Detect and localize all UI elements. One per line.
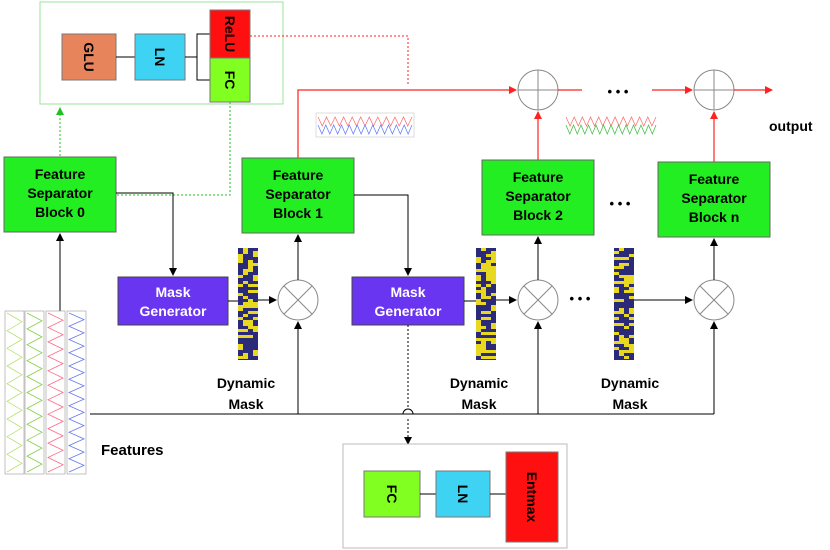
fc-label-bottom: FC (384, 485, 400, 504)
dynamic-mask-bar-1 (238, 248, 258, 360)
feature-wave-2 (47, 312, 64, 473)
features-label: Features (101, 442, 164, 459)
feature-waveforms (4, 310, 87, 475)
fc-block-bottom (363, 470, 421, 518)
relu-block (209, 9, 251, 59)
multiply-node-2 (517, 279, 559, 321)
entmax-block (505, 451, 559, 543)
fc-block-top (209, 57, 251, 103)
ln-label-bottom: LN (455, 485, 471, 504)
output-label: output (769, 118, 813, 134)
dynamic-mask-bar-3 (614, 248, 634, 360)
ln-label-top: LN (152, 48, 168, 67)
block-ellipsis: • • • (610, 196, 631, 211)
multiply-node-n (693, 279, 735, 321)
feature-column-0 (4, 310, 25, 475)
feature-wave-0 (6, 312, 23, 473)
mask-ellipsis: • • • (570, 291, 591, 306)
feature-wave-1 (26, 312, 43, 473)
feature-wave-3 (68, 312, 85, 473)
output-ellipsis: • • • (608, 84, 629, 99)
feature-column-2 (45, 310, 66, 475)
output-signal-waveform-2 (565, 116, 657, 135)
glu-block (61, 33, 117, 81)
glu-label: GLU (81, 42, 97, 72)
ln-block-top (134, 33, 186, 81)
multiply-node-1 (277, 279, 319, 321)
dynamic-mask-bar-2 (476, 248, 496, 360)
relu-label: ReLU (222, 16, 238, 53)
fc-label-top: FC (222, 71, 238, 90)
output-signal-waveform-1 (315, 112, 415, 138)
entmax-label: Entmax (524, 472, 540, 523)
